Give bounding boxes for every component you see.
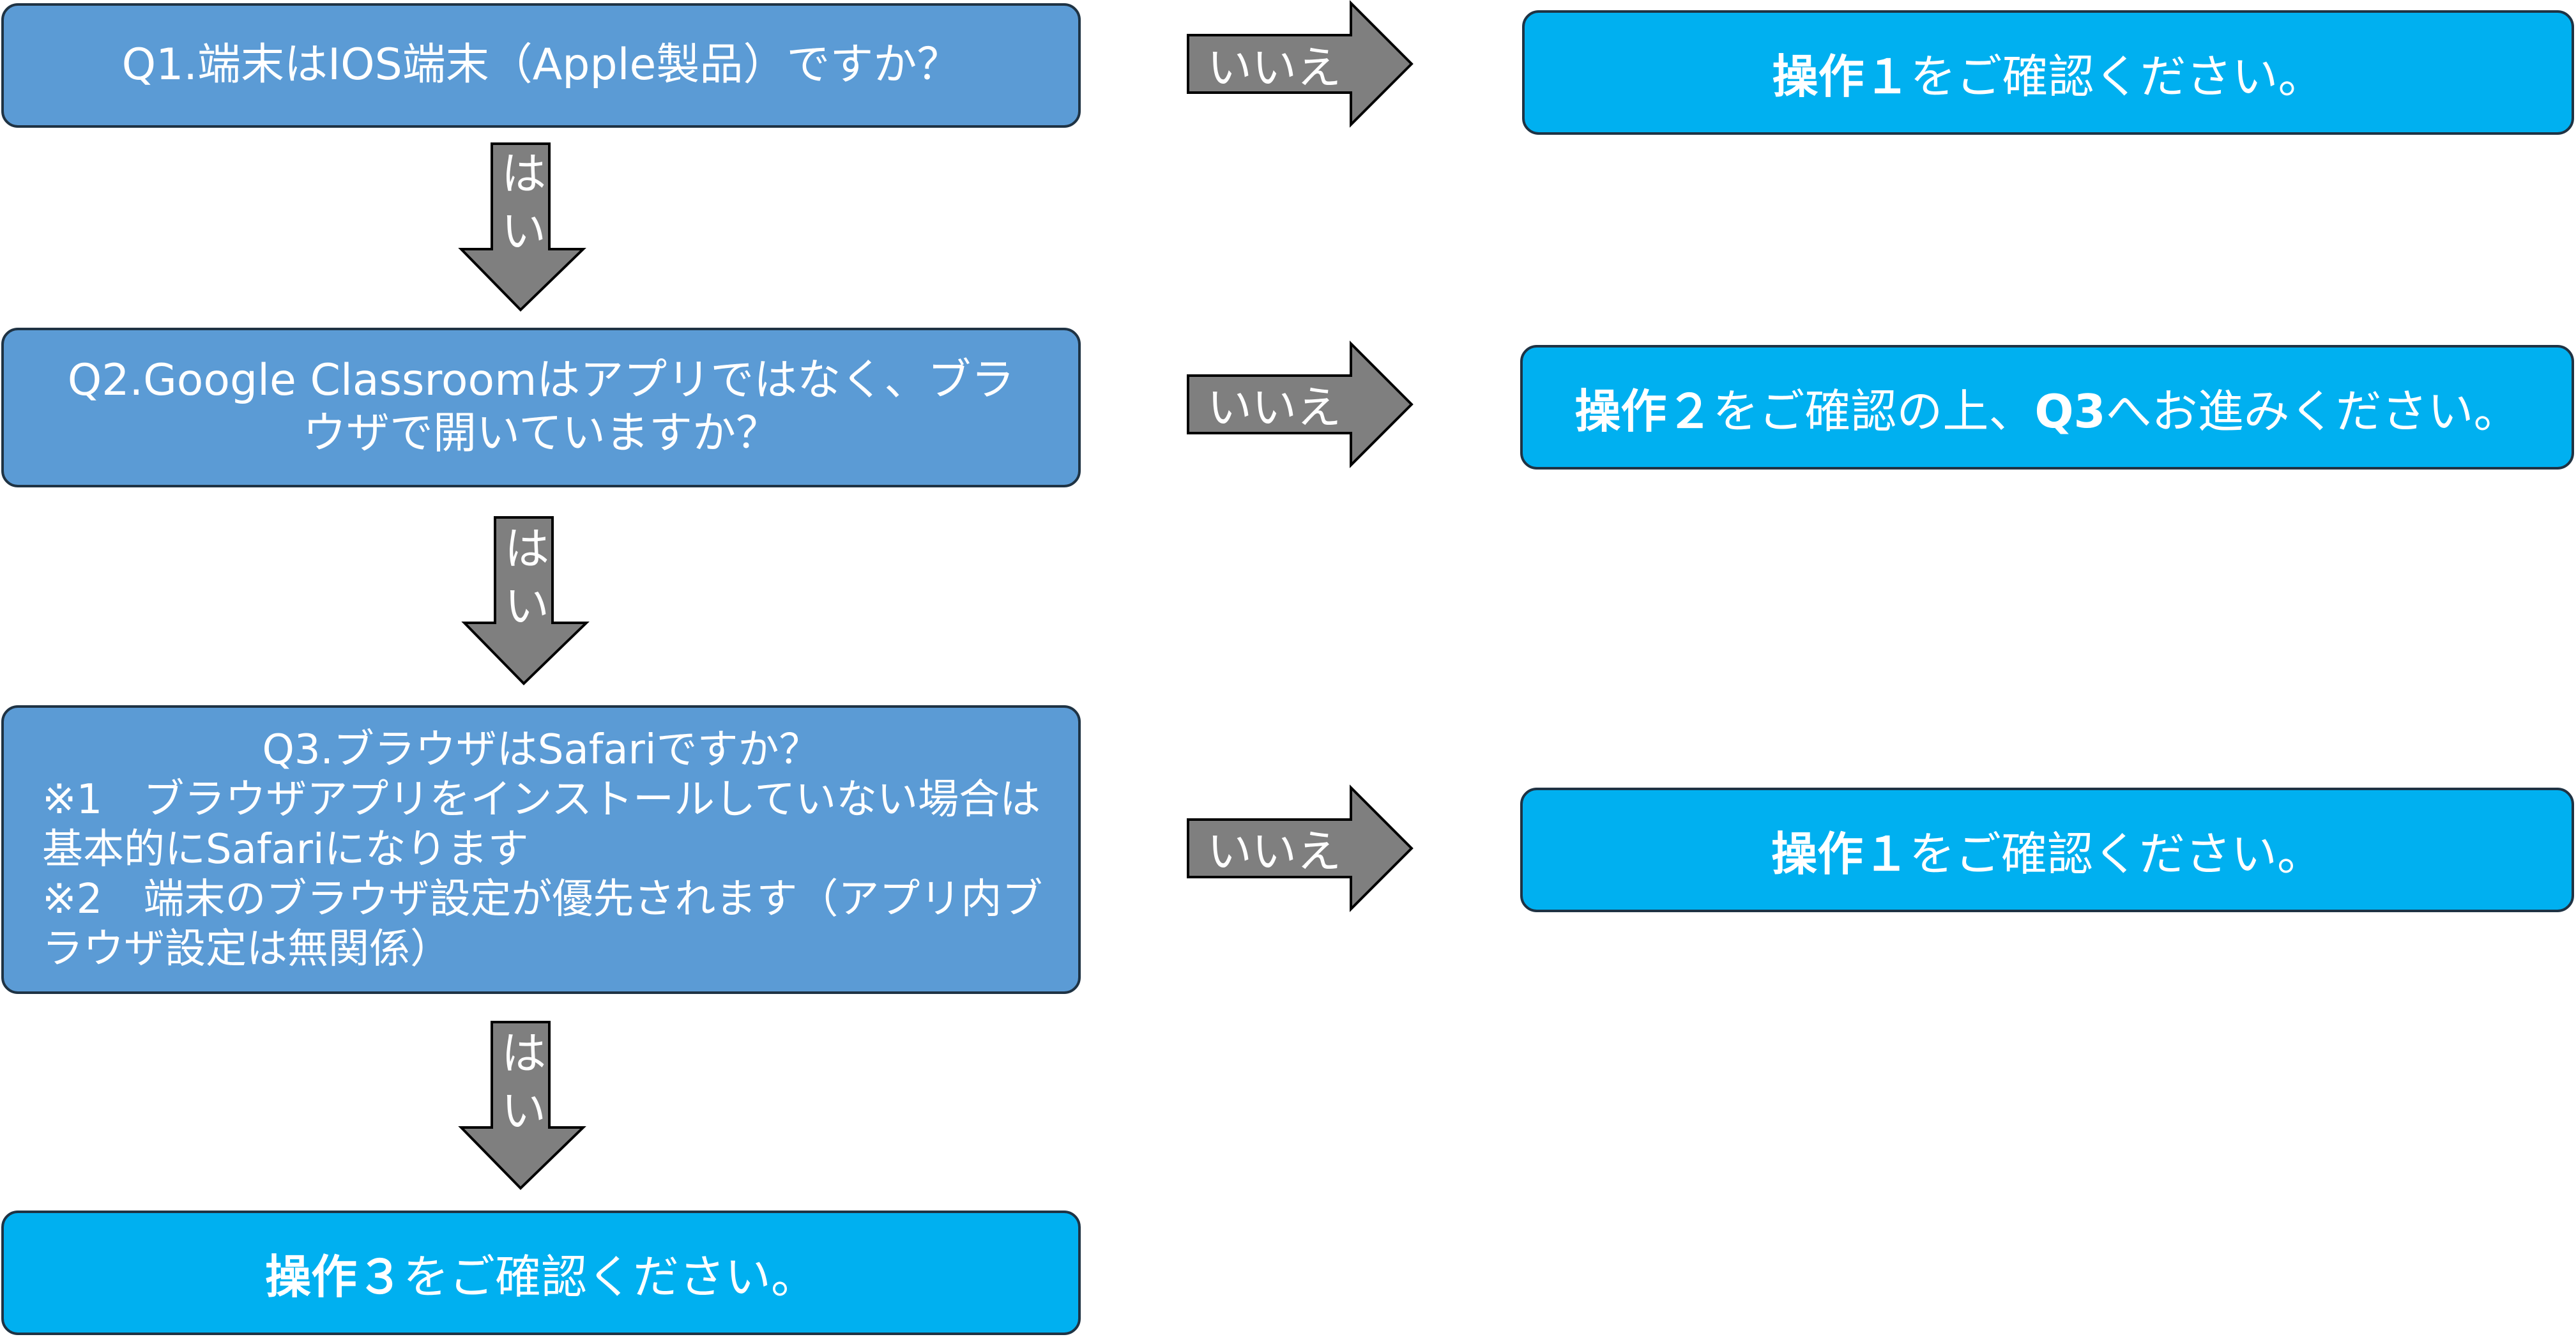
no-arrow-q3-label: いいえ — [1207, 825, 1341, 878]
yes-arrow-q2-label: は い — [501, 521, 553, 635]
answer-box-q2-no: 操作２をご確認の上、Q3へお進みください。 — [1520, 345, 2574, 470]
yes-char-1: は — [501, 148, 546, 200]
yes-arrow-q3 — [458, 1021, 586, 1190]
no-arrow-q3 — [1187, 784, 1414, 912]
operation-label: 操作１ — [1772, 50, 1910, 103]
yes-arrow-q1-label: は い — [498, 146, 549, 260]
question-q2-line1: Q2.Google Classroomはアプリではなく、ブラ — [67, 355, 1015, 406]
yes-char-2: い — [505, 579, 549, 632]
yes-char-1: は — [501, 1027, 546, 1080]
yes-char-2: い — [501, 1084, 546, 1137]
question-ref: Q3 — [2034, 385, 2106, 438]
yes-char-2: い — [501, 204, 546, 257]
no-arrow-q1 — [1187, 0, 1414, 128]
answer-rest: をご確認ください。 — [403, 1250, 818, 1304]
answer-text: 操作１をご確認ください。 — [1771, 816, 2323, 883]
question-q1-box: Q1.端末はIOS端末（Apple製品）ですか？ — [1, 3, 1081, 128]
answer-box-q1-no: 操作１をご確認ください。 — [1522, 10, 2574, 135]
no-arrow-q1-label: いいえ — [1207, 42, 1341, 94]
question-q3-note2-line1: ※2 端末のブラウザ設定が優先されます（アプリ内ブ — [42, 876, 1043, 924]
yes-arrow-q1 — [458, 142, 586, 312]
no-arrow-q2 — [1187, 340, 1414, 468]
question-q3-note1-line1: ※1 ブラウザアプリをインストールしていない場合は — [42, 775, 1041, 823]
question-q3-note1-line2: 基本的にSafariになります — [42, 825, 529, 873]
question-q3-box: Q3.ブラウザはSafariですか？ ※1 ブラウザアプリをインストールしていな… — [1, 705, 1081, 994]
question-q2-line2: ウザで開いていますか？ — [303, 408, 779, 459]
answer-rest: へお進みください。 — [2105, 385, 2520, 438]
operation-label: 操作２ — [1574, 385, 1713, 438]
question-q2-box: Q2.Google Classroomはアプリではなく、ブラ ウザで開いています… — [1, 328, 1081, 487]
no-arrow-q2-label: いいえ — [1207, 381, 1341, 434]
answer-box-q3-yes: 操作３をご確認ください。 — [1, 1211, 1081, 1335]
operation-label: 操作１ — [1771, 827, 1909, 881]
yes-arrow-q2 — [461, 516, 590, 685]
yes-arrow-q3-label: は い — [498, 1025, 549, 1140]
answer-text: 操作１をご確認ください。 — [1772, 39, 2324, 106]
yes-char-1: は — [505, 523, 549, 575]
question-q3-note2-line2: ラウザ設定は無関係） — [42, 926, 451, 974]
answer-rest: をご確認の上、 — [1712, 385, 2035, 438]
question-q3-title: Q3.ブラウザはSafariですか？ — [262, 726, 820, 774]
question-q1-text: Q1.端末はIOS端末（Apple製品）ですか？ — [121, 40, 961, 91]
operation-label: 操作３ — [264, 1250, 403, 1304]
answer-text: 操作２をご確認の上、Q3へお進みください。 — [1574, 374, 2519, 441]
answer-rest: をご確認ください。 — [1909, 827, 2324, 881]
answer-text: 操作３をご確認ください。 — [265, 1239, 817, 1306]
answer-rest: をご確認ください。 — [1910, 50, 2324, 103]
answer-box-q3-no: 操作１をご確認ください。 — [1520, 788, 2574, 912]
